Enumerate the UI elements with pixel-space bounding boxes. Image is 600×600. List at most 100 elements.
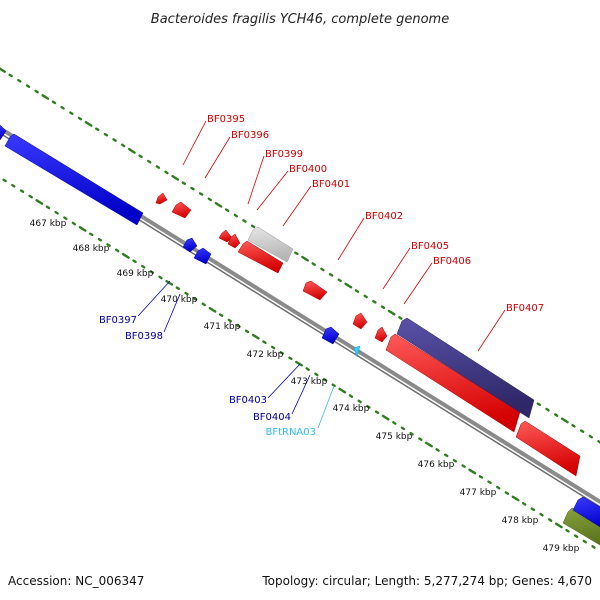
gene-arrow-bf0395 xyxy=(155,192,168,205)
leader-bf0397 xyxy=(137,280,171,317)
scale-label-472: 472 kbp xyxy=(247,350,284,360)
lower-track-minor-tick xyxy=(573,534,579,538)
gene-label-bf0403: BF0403 xyxy=(229,395,267,406)
leader-bf0405 xyxy=(382,247,411,290)
upper-track-minor-tick xyxy=(51,100,57,105)
map-title: Bacteroides fragilis YCH46, complete gen… xyxy=(151,12,449,27)
gene-arrow-bf0405 xyxy=(352,312,368,330)
lower-track-minor-tick xyxy=(400,426,406,431)
gene-arrow-prev-reverse-1 xyxy=(0,124,7,141)
upper-track-minor-tick xyxy=(190,186,195,191)
scale-label-467: 467 kbp xyxy=(30,219,67,229)
lower-track-major-tick xyxy=(554,522,563,529)
leader-bf0395 xyxy=(182,120,207,166)
trna-arrow-bftrna03 xyxy=(353,345,361,358)
upper-track-minor-tick xyxy=(536,402,542,407)
upper-track-minor-tick xyxy=(8,73,13,78)
lower-track-major-tick xyxy=(165,279,174,286)
upper-track-major-tick xyxy=(171,174,180,181)
gene-arrow-bf0403 xyxy=(321,326,340,345)
gene-label-bf0396: BF0396 xyxy=(231,130,269,141)
scale-label-476: 476 kbp xyxy=(418,460,455,470)
gene-arrow-bf0398 xyxy=(193,247,212,265)
lower-track-minor-tick xyxy=(504,491,510,495)
upper-track-minor-tick xyxy=(94,127,100,132)
upper-track-minor-tick xyxy=(224,208,230,213)
upper-track-major-tick xyxy=(301,255,309,262)
lower-track-minor-tick xyxy=(591,545,596,549)
scale-label-479: 479 kbp xyxy=(543,544,580,554)
lower-track-minor-tick xyxy=(435,448,440,452)
upper-track-minor-tick xyxy=(554,413,559,417)
upper-track-minor-tick xyxy=(120,143,126,148)
upper-track-minor-tick xyxy=(311,262,316,266)
upper-track-minor-tick xyxy=(112,138,117,142)
upper-track-minor-tick xyxy=(103,132,109,137)
upper-track-minor-tick xyxy=(398,316,403,320)
lower-track-minor-tick xyxy=(496,485,501,490)
upper-track-minor-tick xyxy=(207,197,213,202)
gene-label-bf0405: BF0405 xyxy=(411,241,449,252)
leader-bf0398 xyxy=(163,293,181,333)
scale-label-469: 469 kbp xyxy=(117,269,154,279)
upper-track-minor-tick xyxy=(17,78,22,83)
leader-bf0407 xyxy=(477,309,506,352)
lower-track-minor-tick xyxy=(71,221,77,226)
leader-bf0400 xyxy=(256,170,289,211)
upper-track-minor-tick xyxy=(579,429,585,433)
lower-track-minor-tick xyxy=(305,367,310,371)
lower-track-minor-tick xyxy=(270,345,276,350)
gene-arrow-next-forward xyxy=(515,420,581,477)
leader-bf0406 xyxy=(403,262,433,305)
forward-strand-genes xyxy=(155,192,581,477)
upper-track-minor-tick xyxy=(155,165,161,169)
label-leaders xyxy=(137,120,506,429)
gene-label-bf0407: BF0407 xyxy=(506,303,544,314)
accession-text: Accession: NC_006347 xyxy=(8,574,144,588)
upper-track-major-tick xyxy=(344,282,353,289)
lower-track-minor-tick xyxy=(565,529,570,533)
gene-arrow-bf0406 xyxy=(374,326,388,343)
lower-track-minor-tick xyxy=(175,286,181,290)
upper-track-minor-tick xyxy=(294,251,299,256)
scale-label-478: 478 kbp xyxy=(502,516,539,526)
lower-track-minor-tick xyxy=(392,421,397,425)
upper-track-minor-tick xyxy=(588,434,593,439)
scale-tick-track-lower xyxy=(2,178,596,549)
lower-track-minor-tick xyxy=(478,475,484,479)
gene-label-bftrna03: BFtRNA03 xyxy=(265,427,316,438)
upper-track-minor-tick xyxy=(545,407,550,412)
upper-track-minor-tick xyxy=(354,289,360,293)
lower-track-minor-tick xyxy=(444,453,449,458)
lower-track-minor-tick xyxy=(418,437,423,441)
gene-label-bf0401: BF0401 xyxy=(312,179,350,190)
upper-track-minor-tick xyxy=(320,267,325,272)
upper-track-minor-tick xyxy=(181,181,187,186)
green-feature xyxy=(562,507,600,546)
upper-track-major-tick xyxy=(560,417,569,424)
lower-track-minor-tick xyxy=(54,210,59,215)
lower-track-major-tick xyxy=(35,199,44,205)
upper-track-minor-tick xyxy=(77,116,83,121)
lower-track-minor-tick xyxy=(348,394,354,398)
gene-arrow-bf0401 xyxy=(237,240,284,274)
scale-label-475: 475 kbp xyxy=(376,432,413,442)
gene-label-bf0404: BF0404 xyxy=(253,412,291,423)
lower-track-minor-tick xyxy=(244,329,250,334)
scale-label-471: 471 kbp xyxy=(204,322,241,332)
scale-label-474: 474 kbp xyxy=(333,404,370,414)
lower-track-major-tick xyxy=(338,387,347,394)
upper-track-major-tick xyxy=(0,67,6,73)
lower-track-minor-tick xyxy=(279,351,284,355)
lower-track-minor-tick xyxy=(114,248,120,253)
lower-track-minor-tick xyxy=(106,243,111,247)
upper-track-minor-tick xyxy=(337,278,342,283)
scale-label-477: 477 kbp xyxy=(460,488,497,498)
grey-feature xyxy=(247,226,294,263)
leader-bf0403 xyxy=(267,363,301,399)
upper-track-minor-tick xyxy=(34,89,39,94)
leader-bf0399 xyxy=(247,155,265,205)
lower-track-minor-tick xyxy=(132,259,137,264)
gene-labels: BF0395 BF0396 BF0399 BF0400 BF0401 BF040… xyxy=(99,114,544,438)
